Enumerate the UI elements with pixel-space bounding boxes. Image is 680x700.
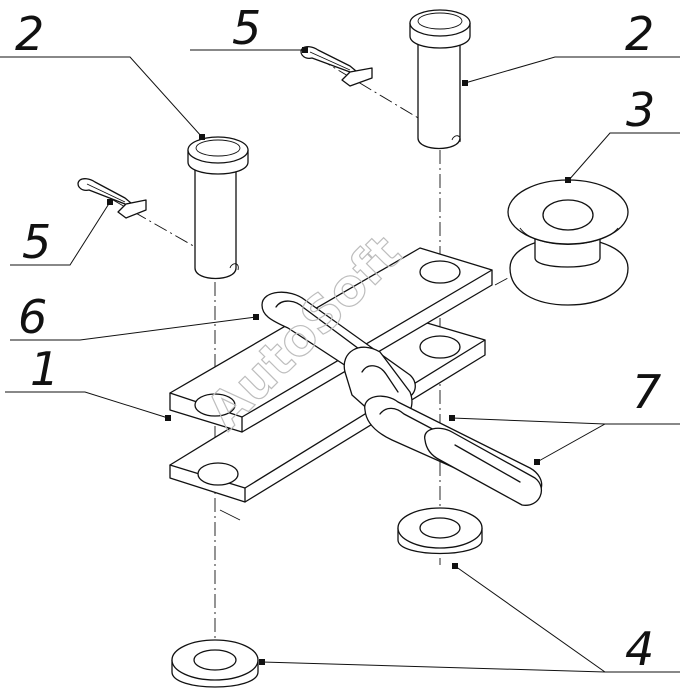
callout-2-left: 2 [15, 7, 44, 61]
callout-4: 4 [625, 622, 654, 676]
pin-right [409, 9, 471, 150]
roller [507, 179, 629, 306]
washer-right [397, 507, 483, 555]
callout-5-top: 5 [232, 1, 261, 55]
washer-left [171, 639, 259, 688]
chain-links [261, 291, 543, 506]
callout-6: 6 [18, 290, 47, 344]
callout-1: 1 [30, 342, 59, 396]
callout-2-right: 2 [625, 7, 654, 61]
callout-5-left: 5 [22, 215, 51, 269]
leader-dots [107, 47, 571, 665]
leader-lines [0, 49, 680, 673]
cotter-pin-top [300, 46, 373, 87]
callout-3: 3 [626, 83, 655, 137]
pin-left [187, 136, 249, 280]
link-plate-lower [169, 317, 486, 521]
cotter-pin-left [77, 178, 147, 219]
callout-7: 7 [632, 365, 661, 419]
